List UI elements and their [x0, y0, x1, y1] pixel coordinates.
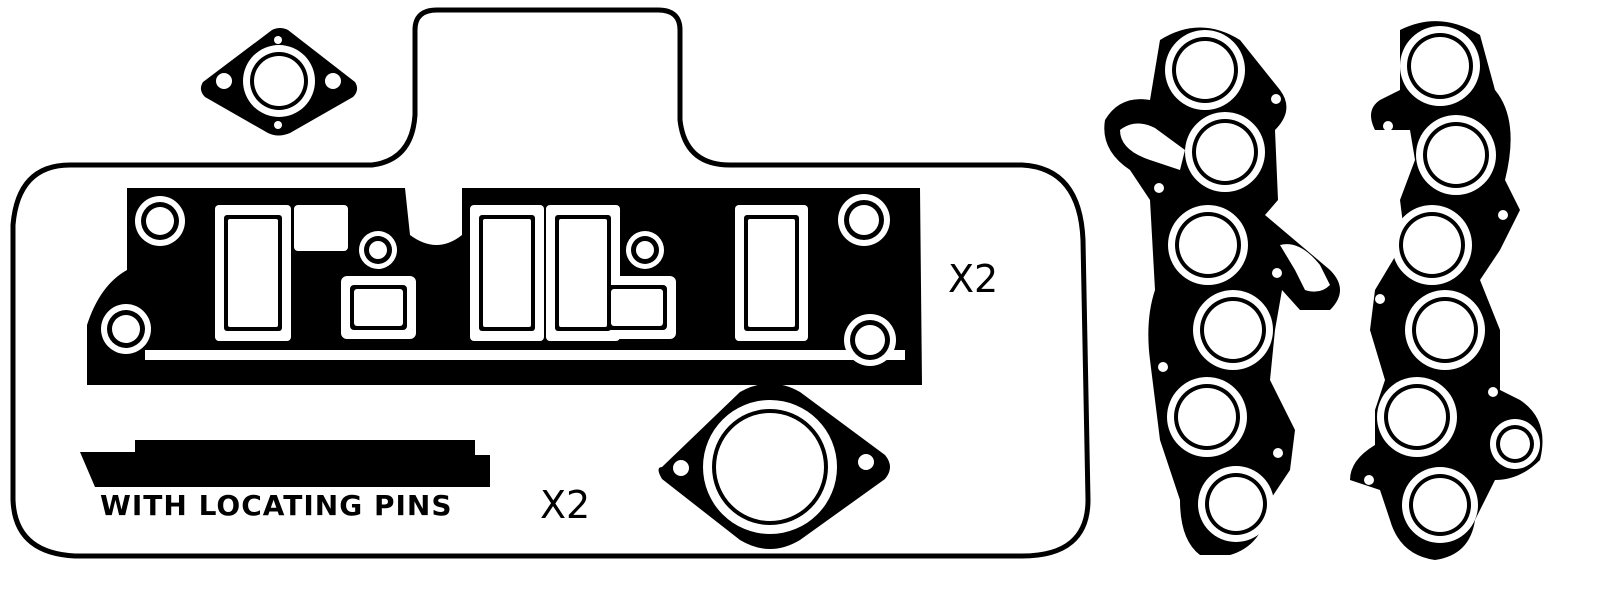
quantity-label-top: X2: [948, 257, 999, 301]
outer-sheet-gasket: [10, 7, 1091, 559]
small-flange-gasket: [200, 28, 358, 136]
quantity-label-bottom: X2: [540, 483, 591, 527]
locating-pins-note: WITH LOCATING PINS: [100, 489, 453, 522]
valley-plate-gasket: [87, 188, 922, 385]
intake-runner-gasket-right: [1350, 21, 1543, 561]
throttle-body-gasket: [658, 383, 890, 549]
strip-gasket: [80, 440, 490, 487]
intake-runner-gasket-left: [1104, 27, 1340, 555]
